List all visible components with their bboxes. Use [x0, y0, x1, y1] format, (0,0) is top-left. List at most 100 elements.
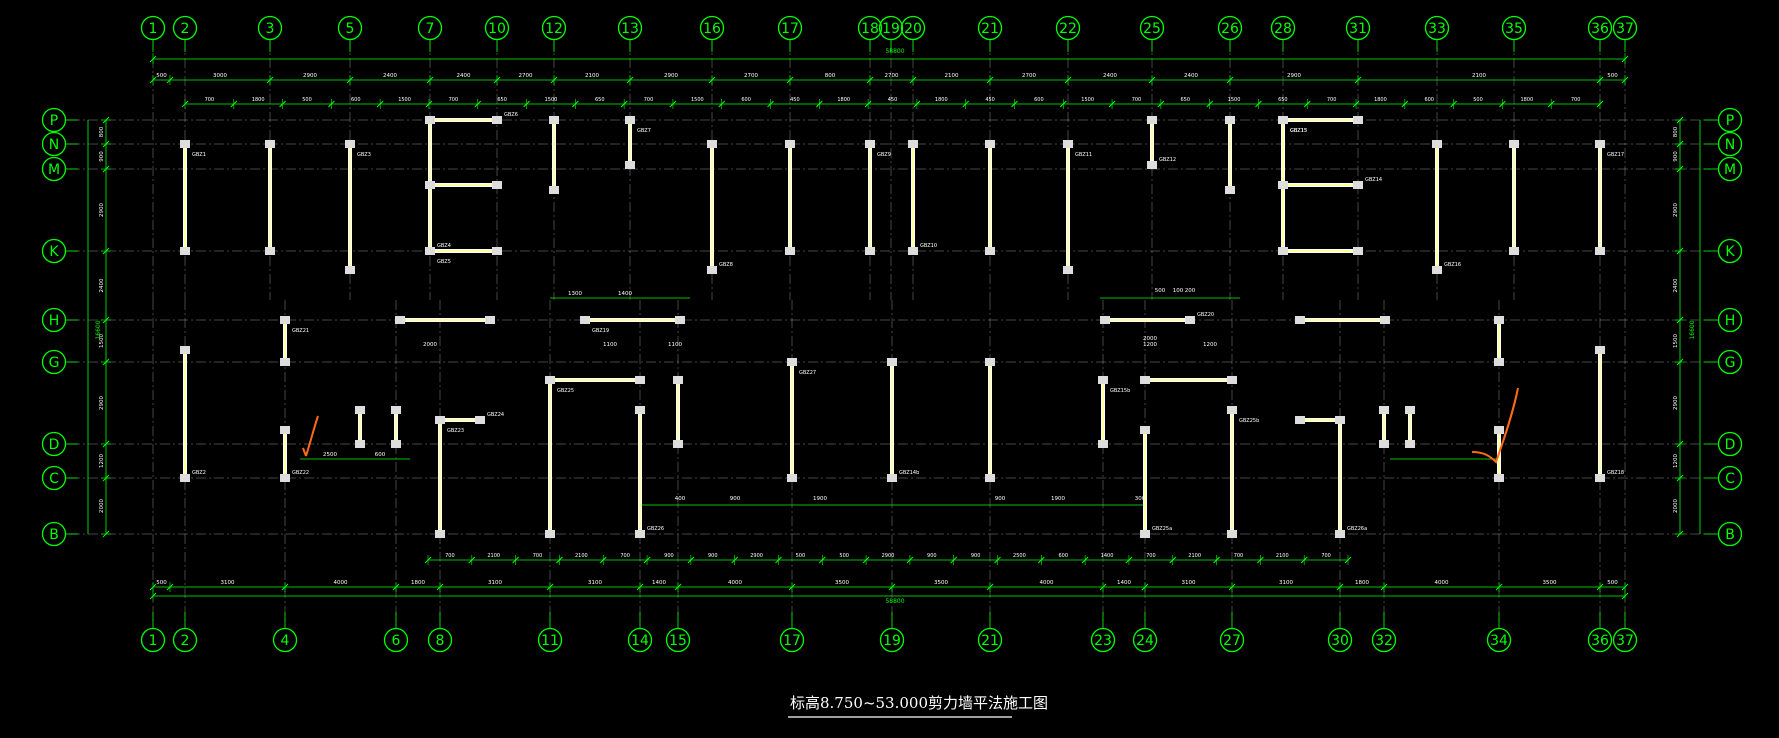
- wall-label-GBZ1: GBZ1: [192, 152, 206, 158]
- dim-chain-bottom-label-7: 4000: [728, 580, 742, 586]
- grid-bubble-bottom-27-label: 27: [1223, 633, 1241, 649]
- boundary-element-103: [1405, 440, 1415, 448]
- boundary-element-43: [1353, 116, 1363, 124]
- grid-bubble-left-N-label: N: [49, 137, 59, 153]
- wall-label-GBZ18: GBZ18: [1607, 470, 1624, 476]
- dim-misc-1: 600: [375, 452, 386, 458]
- dim-misc-15: 300: [1135, 496, 1146, 502]
- dim-chain-inner-top-label-16: 450: [985, 97, 995, 103]
- grid-bubble-top-5-label: 5: [346, 21, 355, 37]
- dim-chain-right-label-4: 1500: [1673, 334, 1679, 348]
- boundary-element-10: [425, 181, 435, 189]
- dim-chain-inner-bottom-label-11: 900: [927, 553, 937, 559]
- boundary-element-81: [887, 474, 897, 482]
- dim-chain-bottom-label-9: 3500: [934, 580, 948, 586]
- wall-label-GBZ23: GBZ23: [447, 428, 464, 434]
- wall-label-GBZ4: GBZ4: [437, 243, 451, 249]
- dim-chain-inner-bottom-label-16: 700: [1146, 553, 1156, 559]
- boundary-element-91: [1227, 530, 1237, 538]
- grid-bubble-right-G-label: G: [1725, 355, 1736, 371]
- wall-label-GBZ3: GBZ3: [357, 152, 371, 158]
- grid-bubble-top-12-label: 12: [545, 21, 563, 37]
- dim-chain-inner-bottom-label-20: 700: [1321, 553, 1331, 559]
- dim-chain-inner-bottom-label-4: 700: [620, 553, 630, 559]
- dim-misc-18: 200: [1185, 288, 1196, 294]
- boundary-element-26: [908, 140, 918, 148]
- boundary-element-47: [1509, 247, 1519, 255]
- dim-chain-inner-top-label-9: 700: [644, 97, 654, 103]
- dim-chain-top-label-1: 3000: [213, 73, 227, 79]
- boundary-element-96: [1379, 406, 1389, 414]
- dim-chain-bottom-label-5: 3100: [588, 580, 602, 586]
- dim-chain-inner-top-label-8: 650: [595, 97, 605, 103]
- boundary-element-41: [1353, 247, 1363, 255]
- boundary-element-105: [355, 440, 365, 448]
- dim-chain-top-label-7: 2900: [664, 73, 678, 79]
- boundary-element-23: [785, 247, 795, 255]
- grid-bubble-bottom-8-label: 8: [436, 633, 445, 649]
- dim-misc-2: 1300: [568, 291, 582, 297]
- dim-chain-left-label-4: 1500: [99, 334, 105, 348]
- boundary-element-56: [1100, 316, 1110, 324]
- boundary-element-100: [1494, 426, 1504, 434]
- grid-bubble-right-D-label: D: [1725, 437, 1736, 453]
- wall-label-GBZ17: GBZ17: [1607, 152, 1624, 158]
- boundary-element-29: [985, 247, 995, 255]
- wall-label-GBZ8: GBZ8: [719, 262, 733, 268]
- dim-chain-top-label-13: 2400: [1103, 73, 1117, 79]
- grid-bubble-left-D-label: D: [49, 437, 60, 453]
- boundary-element-69: [475, 416, 485, 424]
- wall-label-GBZ6: GBZ6: [504, 112, 518, 118]
- grid-bubble-right-K-label: K: [1725, 244, 1735, 260]
- wall-label-GBZ13: GBZ13: [1290, 128, 1307, 134]
- boundary-element-24: [865, 140, 875, 148]
- grid-bubble-bottom-11-label: 11: [541, 633, 559, 649]
- dim-chain-inner-top-label-13: 1800: [837, 97, 850, 103]
- dim-chain-top-label-17: 500: [1607, 73, 1618, 79]
- boundary-element-62: [280, 426, 290, 434]
- grid-bubble-bottom-21-label: 21: [981, 633, 999, 649]
- grid-bubble-bottom-14-label: 14: [631, 633, 649, 649]
- dim-chain-left-label-1: 900: [99, 151, 105, 162]
- grid-bubble-top-31-label: 31: [1349, 21, 1367, 37]
- dim-chain-inner-bottom-label-14: 600: [1058, 553, 1068, 559]
- boundary-element-88: [1140, 376, 1150, 384]
- boundary-element-7: [345, 266, 355, 274]
- dim-misc-16: 500: [1155, 288, 1166, 294]
- grid-bubble-bottom-17-label: 17: [783, 633, 801, 649]
- dim-chain-inner-bottom-label-9: 500: [839, 553, 849, 559]
- dim-chain-left-label-6: 1200: [99, 454, 105, 468]
- boundary-element-5: [265, 247, 275, 255]
- boundary-element-42: [1278, 116, 1288, 124]
- boundary-element-63: [280, 474, 290, 482]
- boundary-element-72: [545, 376, 555, 384]
- dim-chain-inner-top-label-14: 450: [888, 97, 898, 103]
- grid-bubble-right-P-label: P: [1726, 113, 1734, 129]
- wall-label-GBZ5: GBZ5: [437, 259, 451, 265]
- boundary-element-35: [1225, 186, 1235, 194]
- grid-bubble-top-21-label: 21: [981, 21, 999, 37]
- grid-bubble-top-2-label: 2: [181, 21, 190, 37]
- dim-chain-inner-bottom-label-3: 2100: [575, 553, 588, 559]
- grid-bubble-bottom-32-label: 32: [1375, 633, 1393, 649]
- wall-label-GBZ10: GBZ10: [920, 243, 937, 249]
- wall-label-GBZ25b: GBZ25b: [1239, 418, 1259, 424]
- dim-chain-bottom-label-12: 3100: [1182, 580, 1196, 586]
- boundary-element-65: [391, 440, 401, 448]
- grid-bubble-left-B-label: B: [49, 527, 59, 543]
- boundary-element-31: [1063, 266, 1073, 274]
- dim-chain-bottom-label-1: 3100: [221, 580, 235, 586]
- dim-chain-inner-top-label-24: 1800: [1374, 97, 1387, 103]
- boundary-element-30: [1063, 140, 1073, 148]
- wall-label-GBZ21: GBZ21: [292, 328, 309, 334]
- grid-bubble-right-N-label: N: [1725, 137, 1735, 153]
- boundary-element-1: [180, 247, 190, 255]
- dim-chain-inner-top-label-27: 1800: [1520, 97, 1533, 103]
- boundary-element-28: [985, 140, 995, 148]
- grid-bubble-top-36-label: 36: [1591, 21, 1609, 37]
- dim-chain-inner-bottom-label-18: 700: [1234, 553, 1244, 559]
- boundary-element-3: [180, 474, 190, 482]
- boundary-element-87: [1140, 530, 1150, 538]
- boundary-element-50: [1595, 346, 1605, 354]
